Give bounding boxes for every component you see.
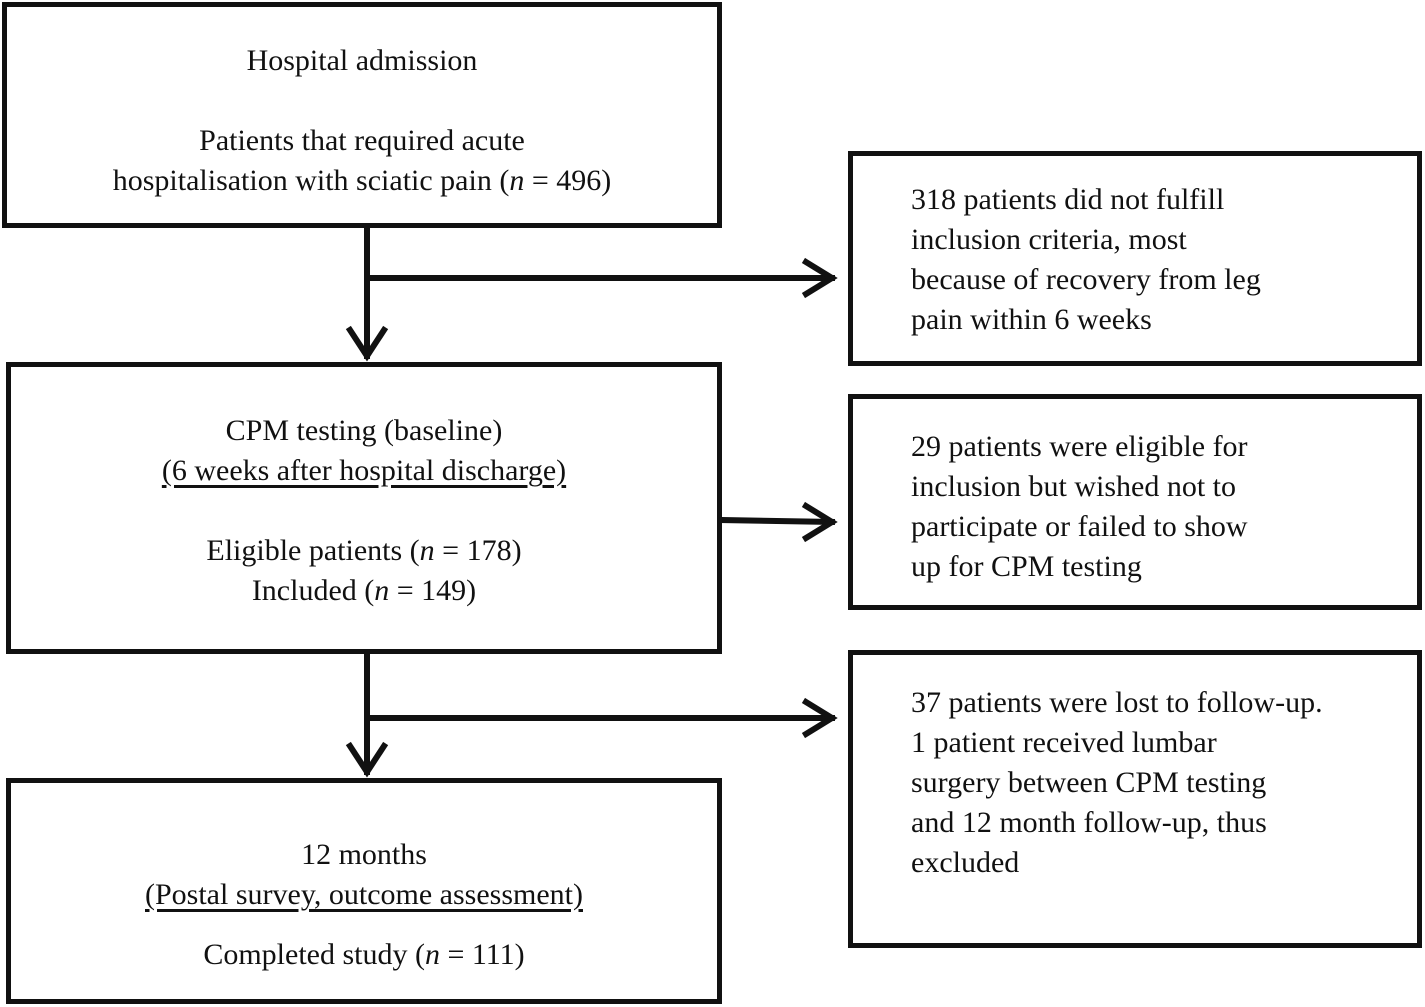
arrowhead-down-1 — [345, 325, 389, 362]
arrowhead-down-2 — [345, 741, 389, 778]
admission-description-line1: Patients that required acute — [199, 124, 525, 157]
completed-study-count: Completed study (n = 111) — [203, 938, 525, 971]
admission-description-line2: hospitalisation with sciatic pain (n = 4… — [112, 164, 612, 197]
declined-line: participate or failed to show — [911, 510, 1248, 543]
eligible-patients-count: Eligible patients (n = 178) — [206, 534, 522, 567]
arrowhead-right-2 — [801, 501, 838, 543]
hospital-admission-box: Hospital admission Patients that require… — [2, 2, 722, 228]
follow-up-line: surgery between CPM testing — [911, 766, 1267, 799]
follow-up-line: 37 patients were lost to follow-up. — [911, 686, 1323, 719]
included-patients-count: Included (n = 149) — [251, 574, 477, 607]
cpm-testing-title: CPM testing (baseline) — [225, 414, 503, 447]
exclusion-line: 318 patients did not fulfill — [911, 183, 1225, 216]
twelve-months-subtitle: (Postal survey, outcome assessment) — [145, 878, 583, 911]
cpm-testing-subtitle: (6 weeks after hospital discharge) — [161, 454, 567, 487]
cpm-testing-box: CPM testing (baseline) (6 weeks after ho… — [6, 362, 722, 654]
twelve-months-title: 12 months — [301, 838, 427, 871]
declined-participation-box: 29 patients were eligible for inclusion … — [848, 394, 1422, 610]
twelve-months-box: 12 months (Postal survey, outcome assess… — [6, 778, 722, 1004]
lost-to-follow-up-box: 37 patients were lost to follow-up. 1 pa… — [848, 650, 1422, 948]
follow-up-line: and 12 month follow-up, thus — [911, 806, 1267, 839]
follow-up-line: excluded — [911, 846, 1020, 879]
declined-line: up for CPM testing — [911, 550, 1142, 583]
exclusion-line: pain within 6 weeks — [911, 303, 1152, 336]
exclusion-criteria-box: 318 patients did not fulfill inclusion c… — [848, 151, 1422, 366]
exclusion-line: inclusion criteria, most — [911, 223, 1187, 256]
hospital-admission-title: Hospital admission — [246, 44, 478, 77]
arrowhead-right-3 — [801, 697, 838, 739]
declined-line: inclusion but wished not to — [911, 470, 1236, 503]
follow-up-line: 1 patient received lumbar — [911, 726, 1217, 759]
exclusion-line: because of recovery from leg — [911, 263, 1261, 296]
declined-line: 29 patients were eligible for — [911, 430, 1248, 463]
arrow-to-declined — [718, 516, 836, 526]
arrowhead-right-1 — [801, 257, 838, 299]
